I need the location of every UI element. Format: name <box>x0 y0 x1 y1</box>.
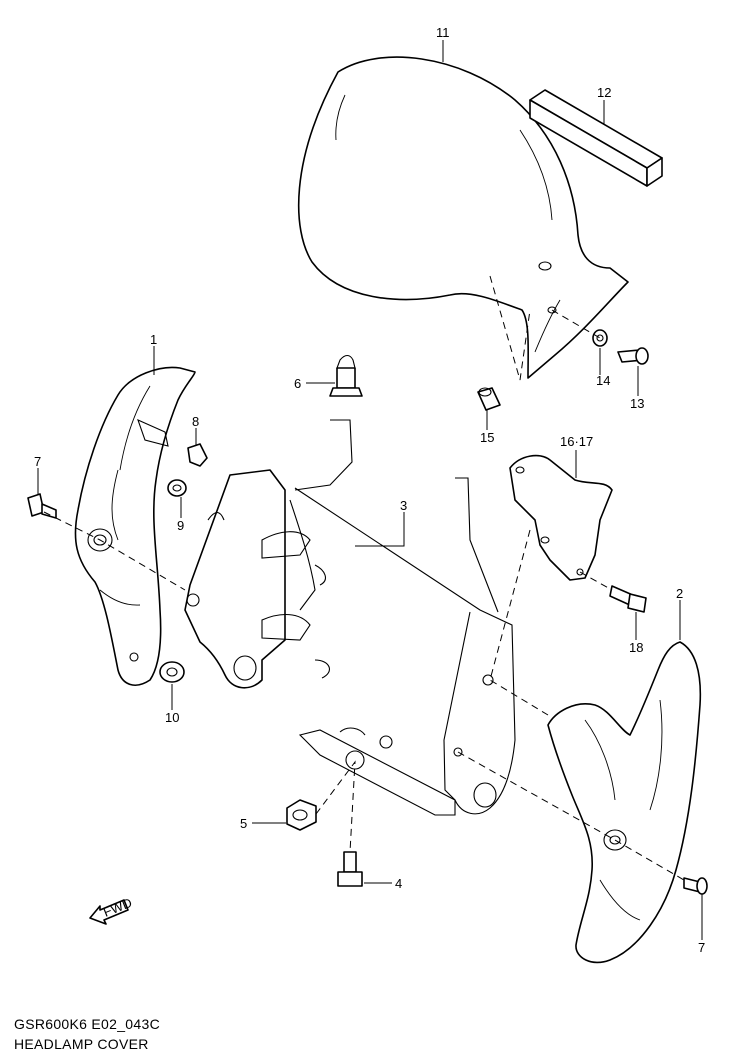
callout-1: 1 <box>150 332 157 347</box>
foam-strip-part-12 <box>529 89 663 187</box>
grommet-part-5 <box>286 799 317 831</box>
exploded-parts-diagram: FWD 11 12 1 6 8 7 <box>27 25 708 964</box>
washer-part-14 <box>592 329 608 347</box>
bolt-part-18 <box>609 585 647 613</box>
headlamp-bracket-part-3 <box>184 419 516 816</box>
stay-part-16-17 <box>509 454 613 581</box>
callout-16-17: 16·17 <box>560 434 593 449</box>
callout-18: 18 <box>629 640 643 655</box>
right-side-cover-part-2 <box>547 641 702 964</box>
forward-arrow-icon: FWD <box>89 895 134 925</box>
callout-7-right: 7 <box>698 940 705 955</box>
callout-15: 15 <box>480 430 494 445</box>
screw-part-13 <box>617 347 649 365</box>
callout-2: 2 <box>676 586 683 601</box>
callout-14: 14 <box>596 373 610 388</box>
callout-13: 13 <box>630 396 644 411</box>
screw-part-7-right <box>683 877 708 895</box>
callouts: 11 12 1 6 8 7 9 3 16·17 14 13 15 2 18 10… <box>34 25 705 955</box>
nut-part-15 <box>477 387 501 411</box>
callout-10: 10 <box>165 710 179 725</box>
callout-12: 12 <box>597 85 611 100</box>
windscreen-part-11 <box>297 56 629 379</box>
left-side-cover-part-1 <box>74 366 196 686</box>
bolt-part-4 <box>337 851 363 887</box>
callout-3: 3 <box>400 498 407 513</box>
fwd-label: FWD <box>101 895 134 920</box>
callout-7-left: 7 <box>34 454 41 469</box>
clip-part-8 <box>187 443 208 467</box>
callout-9: 9 <box>177 518 184 533</box>
callout-5: 5 <box>240 816 247 831</box>
callout-11: 11 <box>436 25 450 40</box>
callout-4: 4 <box>395 876 402 891</box>
bolt-part-7-left <box>27 493 57 519</box>
leader-lines <box>37 40 703 940</box>
diagram-title: HEADLAMP COVER <box>14 1036 149 1052</box>
diagram-code: GSR600K6 E02_043C <box>14 1016 160 1032</box>
assembly-lines <box>43 275 685 881</box>
callout-8: 8 <box>192 414 199 429</box>
grommet-part-10 <box>159 661 185 683</box>
callout-6: 6 <box>294 376 301 391</box>
grommet-part-9 <box>167 479 187 497</box>
pin-part-6 <box>329 354 363 397</box>
